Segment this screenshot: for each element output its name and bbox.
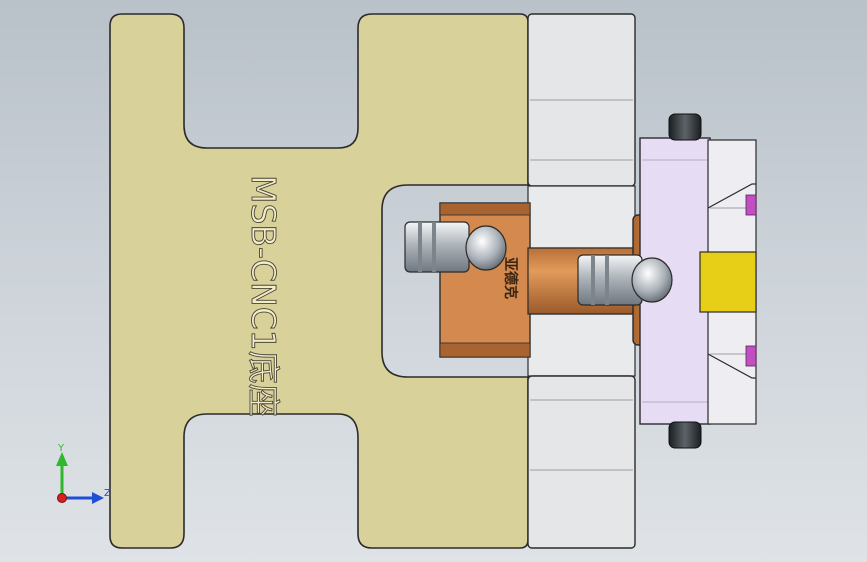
air-fitting-right[interactable] (577, 254, 673, 306)
vise-block-upper-mid[interactable] (527, 185, 636, 249)
base-plate[interactable] (109, 13, 529, 549)
jaw-brand-label: 亚德克 (502, 257, 518, 299)
coordinate-triad: Y Z (56, 443, 111, 504)
vise-block-bottom[interactable] (527, 375, 636, 549)
x-axis-dot (57, 493, 67, 503)
vise-block-lower-mid[interactable] (527, 313, 636, 377)
base-plate-engraving: MSB-CNC1底座 (244, 175, 284, 418)
magenta-tab-top (745, 194, 757, 216)
magenta-tab-bottom (745, 345, 757, 367)
knob-top[interactable] (668, 113, 702, 141)
z-axis-label: Z (104, 488, 111, 499)
knob-bottom[interactable] (668, 421, 702, 449)
air-fitting-left[interactable] (404, 221, 507, 273)
yellow-pad[interactable] (699, 251, 757, 313)
y-axis-label: Y (57, 443, 65, 454)
